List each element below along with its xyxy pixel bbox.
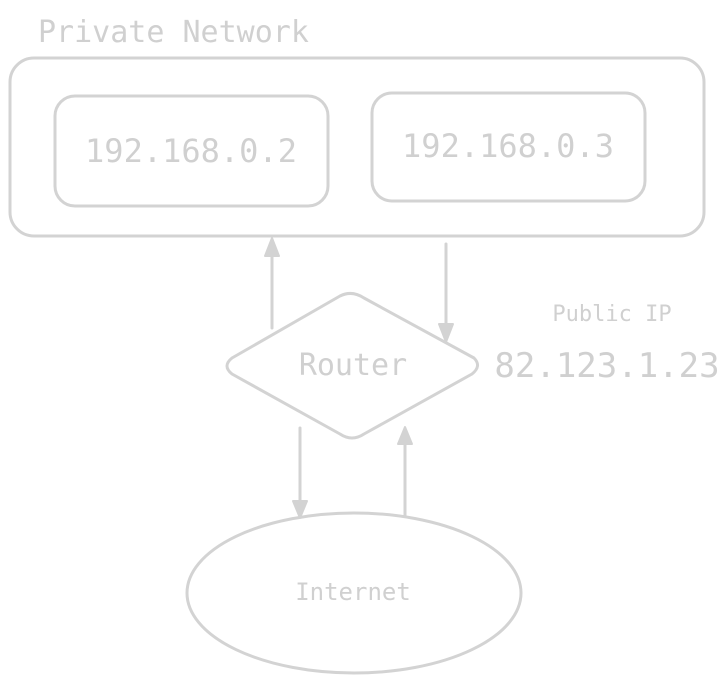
private-network-title: Private Network	[38, 15, 309, 50]
private-network-box	[8, 56, 706, 238]
arrowhead-down-icon	[438, 323, 454, 343]
host-label-2: 192.168.0.3	[402, 127, 614, 165]
internet-label: Internet	[295, 578, 411, 606]
arrowhead-up-icon	[264, 237, 280, 257]
public-ip-caption: Public IP	[552, 302, 671, 327]
host-box-2	[370, 91, 647, 203]
router-label: Router	[299, 348, 407, 383]
host-box-1	[53, 94, 330, 208]
internet-ellipse	[185, 511, 523, 675]
arrowhead-down-icon	[292, 500, 308, 519]
host-label-1: 192.168.0.2	[85, 132, 297, 170]
router-diamond	[225, 291, 479, 440]
public-ip-value: 82.123.1.23	[494, 346, 718, 386]
arrowhead-up-icon	[397, 426, 413, 445]
